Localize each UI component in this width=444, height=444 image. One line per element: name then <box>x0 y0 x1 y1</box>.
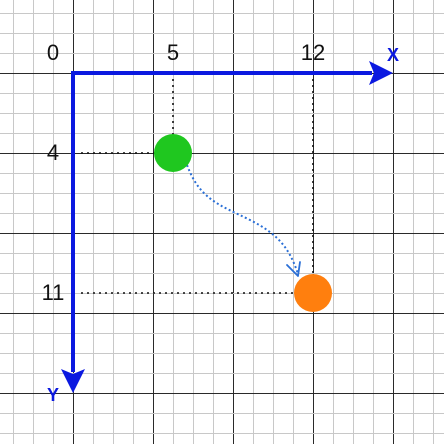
y-tick-label-11: 11 <box>42 280 65 305</box>
movement-path <box>186 164 301 277</box>
points <box>154 134 332 312</box>
y-axis-arrowhead <box>61 369 85 393</box>
path-curve <box>186 164 299 275</box>
x-axis-arrowhead <box>369 61 393 85</box>
start-point <box>154 134 192 172</box>
y-axis-label: Y <box>47 385 59 405</box>
axes <box>61 61 393 393</box>
y-tick-label-4: 4 <box>47 140 59 165</box>
end-point <box>294 274 332 312</box>
guide-lines <box>81 79 314 294</box>
labels: 0 5 12 4 11 X Y <box>42 40 399 405</box>
path-arrowhead <box>286 261 301 277</box>
x-tick-label-5: 5 <box>167 40 179 65</box>
origin-label: 0 <box>47 40 59 65</box>
x-axis-label: X <box>387 45 399 65</box>
x-tick-label-12: 12 <box>301 40 325 65</box>
